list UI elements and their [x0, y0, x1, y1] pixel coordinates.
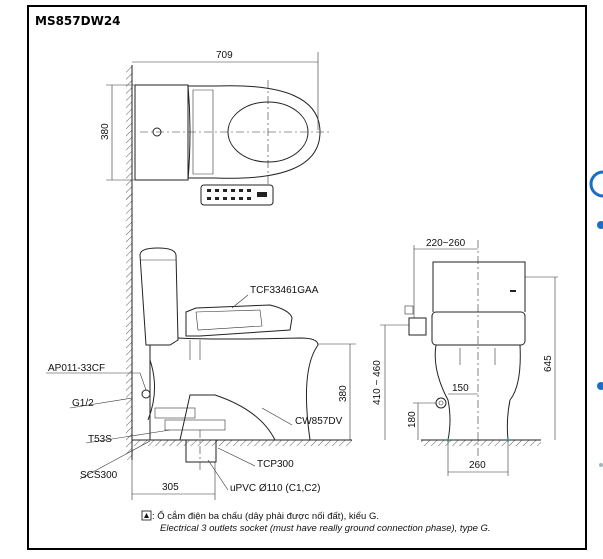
dim-depth-380: 380 [100, 123, 111, 140]
top-view [106, 52, 330, 206]
side-bullets [589, 170, 603, 467]
label-thread: G1/2 [72, 398, 94, 409]
dim-socket-offset: 220~260 [426, 238, 466, 249]
label-outlet: TCP300 [257, 459, 294, 470]
front-view [380, 240, 558, 476]
dim-valve-height: 180 [407, 411, 418, 428]
dim-rough-in-305: 305 [162, 482, 179, 493]
label-bowl-model: CW857DV [295, 416, 343, 427]
label-hose: T53S [88, 434, 112, 445]
label-supply-valve: AP011-33CF [48, 363, 105, 374]
note-vietnamese: : Ổ cắm điện ba chấu (dây phải được nối … [152, 510, 379, 522]
dim-width-709: 709 [216, 50, 233, 61]
model-title: MS857DW24 [35, 14, 121, 28]
side-view [46, 195, 356, 500]
label-pipe: uPVC Ø110 (C1,C2) [230, 483, 320, 494]
dim-valve-offset: 150 [452, 383, 469, 394]
dim-base-width: 260 [469, 460, 486, 471]
dim-total-height: 645 [543, 355, 554, 372]
label-flange: SCS300 [80, 470, 118, 481]
dim-socket-height: 410 ~ 460 [372, 360, 383, 405]
label-seat-model: TCF33461GAA [250, 285, 319, 296]
drawing-frame [27, 5, 587, 550]
dim-height-380: 380 [338, 385, 349, 402]
note-english: Electrical 3 outlets socket (must have r… [160, 523, 491, 534]
socket-icon [404, 305, 414, 315]
